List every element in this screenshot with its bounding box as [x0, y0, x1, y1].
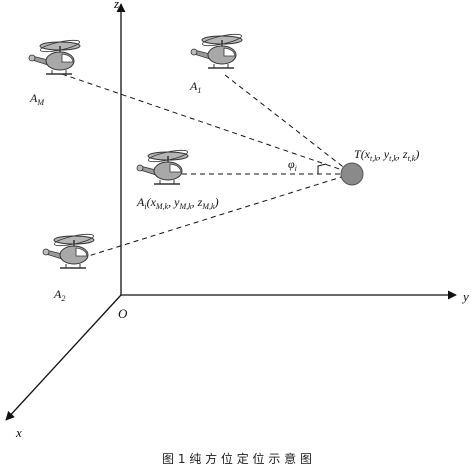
helicopter-A1-icon [190, 31, 244, 69]
target-label: T(xt,k, yt,k, zt,k) [354, 147, 419, 163]
z-axis-label: z [113, 0, 119, 11]
bearing-line-AM [61, 73, 352, 174]
observer-Ai-label: Ai(xM,k, yM,k, zM,k) [136, 195, 219, 211]
angle-label: φi [288, 157, 297, 173]
helicopter-A2-icon [42, 231, 96, 269]
figure-caption: 图 1 纯 方 位 定 位 示 意 图 [162, 451, 312, 464]
observer-A1-label: A1 [189, 79, 201, 95]
x-axis [5, 294, 122, 421]
observer-AM-label: AM [29, 91, 45, 107]
observer-A2-label: A2 [53, 287, 65, 303]
bearing-lines [61, 73, 352, 259]
bearing-line-A2 [81, 173, 352, 259]
x-axis-label: x [15, 425, 22, 440]
angle-marker [317, 163, 327, 174]
coordinate-axes [5, 3, 457, 421]
helicopter-Ai-icon [136, 147, 190, 185]
origin-label: O [118, 306, 128, 321]
target-point [340, 162, 364, 186]
y-axis-label: y [461, 289, 469, 304]
helicopter-AM-icon [28, 37, 82, 75]
